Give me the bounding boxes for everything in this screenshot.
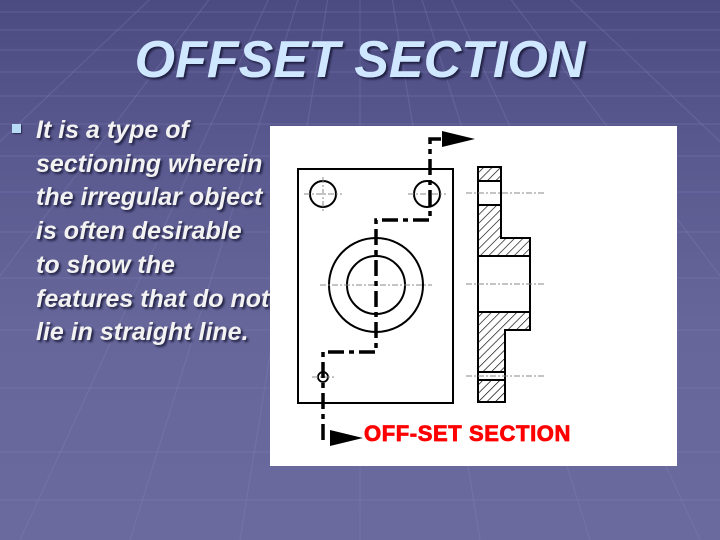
arrow-bottom-icon <box>330 430 363 446</box>
section-view <box>466 166 546 403</box>
offset-section-figure: OFF-SET SECTION <box>270 126 677 466</box>
cutting-plane-line <box>321 137 448 440</box>
bullet-text: It is a type of sectioning wherein the i… <box>36 116 270 347</box>
arrow-top-icon <box>442 131 475 147</box>
technical-drawing <box>297 131 546 446</box>
slide-title: OFFSET SECTION <box>134 31 586 89</box>
figure-label: OFF-SET SECTION <box>364 421 571 447</box>
square-bullet-icon <box>12 124 21 133</box>
